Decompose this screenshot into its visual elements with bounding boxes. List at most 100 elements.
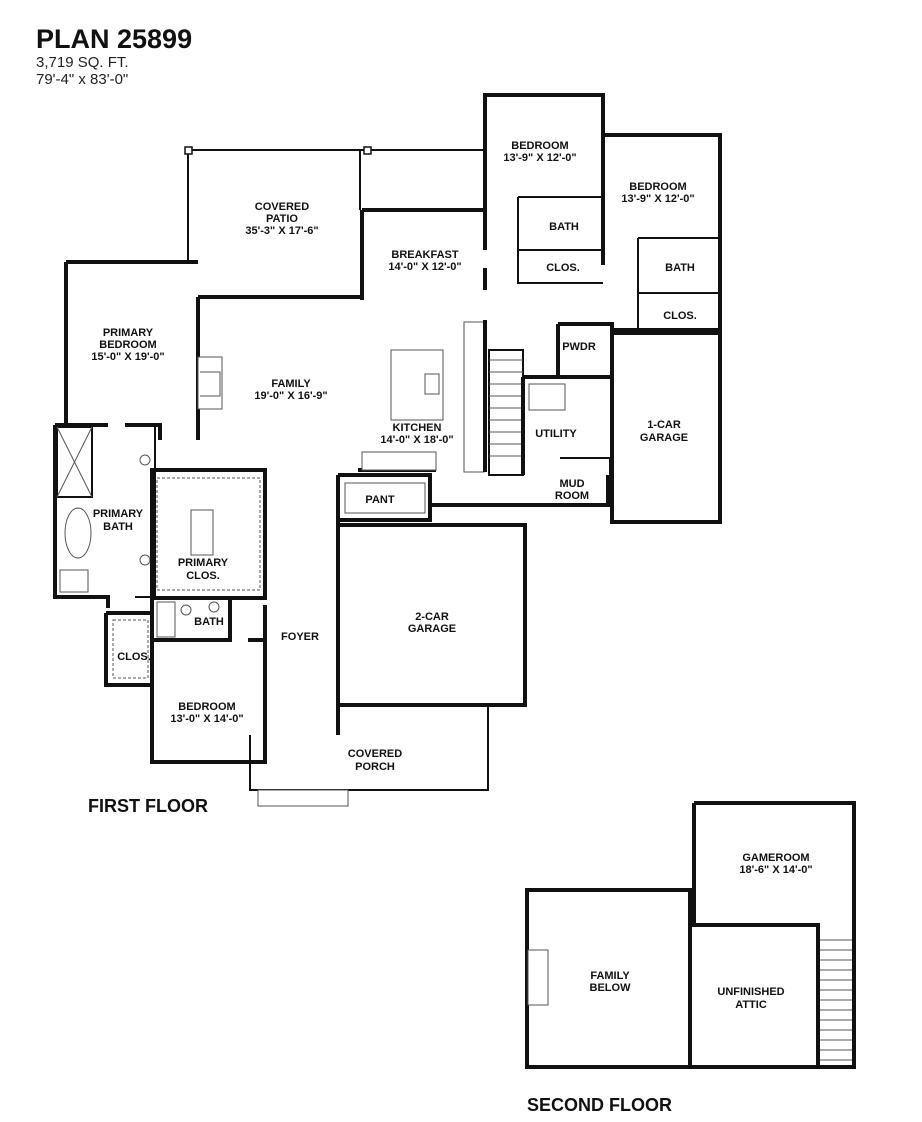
room-name-gameroom: GAMEROOM: [742, 852, 809, 864]
room-name-bedroom-right: BEDROOM: [629, 181, 686, 193]
room-size-bedroom-top: 13'-9" X 12'-0": [503, 152, 576, 164]
second-floor-label: SECOND FLOOR: [527, 1095, 672, 1115]
toilet-area: [59, 569, 89, 593]
room-name-primary-clos-2: CLOS.: [186, 570, 220, 582]
room-name-mud-room-2: ROOM: [555, 490, 589, 502]
gameroom-walls: [690, 801, 856, 1069]
room-name-unfinished-attic-2: ATTIC: [735, 999, 767, 1011]
fireplace: [197, 356, 223, 410]
foyer-walls: [263, 475, 340, 735]
upstairs-fireplace-chase: [527, 949, 549, 1006]
room-name-mud-room: MUD: [559, 478, 584, 490]
pantry-shelves: [344, 482, 426, 514]
room-name-covered-porch-2: PORCH: [355, 761, 395, 773]
room-name-pant: PANT: [365, 494, 394, 506]
shower-cross: [56, 426, 93, 498]
room-size-gameroom: 18'-6" X 14'-0": [739, 864, 812, 876]
washer-dryer: [528, 383, 566, 411]
sink: [139, 454, 151, 466]
bath-right-block: [637, 237, 720, 330]
front-bath-walls: [150, 598, 232, 642]
room-name-garage-1car-2: GARAGE: [640, 432, 688, 444]
room-name-garage-2car-2: GARAGE: [408, 623, 456, 635]
room-size-kitchen: 14'-0" X 18'-0": [380, 434, 453, 446]
room-name-family: FAMILY: [271, 378, 311, 390]
plan-title: PLAN 25899: [36, 24, 193, 54]
front-bath-tub: [156, 601, 176, 638]
room-name-bedroom-top: BEDROOM: [511, 140, 568, 152]
plan-square-footage: 3,719 SQ. FT.: [36, 54, 129, 71]
attic-walls: [690, 923, 820, 1067]
room-labels: BEDROOM 13'-9" X 12'-0" BEDROOM 13'-9" X…: [91, 140, 812, 1011]
bath-top-block: [517, 196, 603, 284]
utility-counter: [560, 457, 611, 475]
room-name-foyer: FOYER: [281, 631, 319, 643]
patio-post: [184, 146, 193, 155]
room-name-family-below: FAMILY: [590, 970, 630, 982]
room-name-pwdr: PWDR: [562, 341, 596, 353]
room-name-clos-top: CLOS.: [546, 262, 580, 274]
room-name-primary-bedroom-2: BEDROOM: [99, 339, 156, 351]
room-name-garage-1car: 1-CAR: [647, 419, 681, 431]
room-name-garage-2car: 2-CAR: [415, 611, 449, 623]
utility-walls: [521, 375, 612, 475]
room-size-family: 19'-0" X 16'-9": [254, 390, 327, 402]
room-name-primary-clos: PRIMARY: [178, 557, 229, 569]
second-floor-stairs: [820, 939, 852, 1061]
room-name-family-below-2: BELOW: [590, 982, 632, 994]
room-size-breakfast: 14'-0" X 12'-0": [388, 261, 461, 273]
garage-1car-walls: [610, 331, 722, 524]
room-name-clos-front: CLOS.: [117, 651, 151, 663]
bathtub: [64, 507, 92, 559]
patio-post: [363, 146, 372, 155]
room-name-primary-bath-2: BATH: [103, 521, 133, 533]
room-name-primary-bedroom: PRIMARY: [103, 327, 154, 339]
room-name-clos-right: CLOS.: [663, 310, 697, 322]
bedroom-right-walls: [603, 133, 722, 332]
room-size-covered-patio: 35'-3" X 17'-6": [245, 225, 318, 237]
bedroom-front-walls: [150, 638, 267, 764]
fireplace-firebox: [200, 371, 221, 397]
room-name-primary-bath: PRIMARY: [93, 508, 144, 520]
primary-bath-walls: [53, 423, 110, 608]
sink: [139, 554, 151, 566]
plan-header: PLAN 25899 3,719 SQ. FT. 79'-4" x 83'-0": [36, 24, 192, 88]
front-closet-walls: [104, 611, 152, 687]
covered-porch-outline: [249, 705, 489, 791]
pantry-walls: [338, 473, 432, 522]
covered-patio-outline: [187, 149, 485, 260]
room-name-bath-top: BATH: [549, 221, 579, 233]
second-floor-walls: [525, 801, 856, 1069]
room-size-bedroom-front: 13'-0" X 14'-0": [170, 713, 243, 725]
family-top-wall: [196, 295, 362, 440]
room-name-covered-patio: COVERED: [255, 201, 309, 213]
kitchen-counter: [463, 321, 485, 473]
closet-island: [190, 509, 214, 556]
first-floor-label: FIRST FLOOR: [88, 796, 208, 816]
room-name-bath-right: BATH: [665, 262, 695, 274]
porch-steps: [257, 789, 349, 807]
plan-dimensions: 79'-4" x 83'-0": [36, 71, 129, 88]
room-name-unfinished-attic: UNFINISHED: [717, 986, 784, 998]
room-name-covered-porch: COVERED: [348, 748, 402, 760]
room-name-bath-front: BATH: [194, 616, 224, 628]
room-name-breakfast: BREAKFAST: [391, 249, 459, 261]
room-size-bedroom-right: 13'-9" X 12'-0": [621, 193, 694, 205]
stair-treads: [489, 359, 523, 457]
room-name-kitchen: KITCHEN: [393, 422, 442, 434]
breakfast-walls: [360, 208, 485, 300]
room-name-utility: UTILITY: [535, 428, 577, 440]
room-name-bedroom-front: BEDROOM: [178, 701, 235, 713]
vanity: [135, 424, 156, 598]
garage-2car-walls: [338, 523, 527, 707]
primary-closet-walls: [150, 468, 267, 600]
room-name-covered-patio-2: PATIO: [266, 213, 298, 225]
bedroom-top-walls: [483, 93, 605, 290]
closet-shelving: [156, 477, 261, 591]
front-closet-shelf: [112, 619, 149, 679]
front-bath-toilet: [180, 604, 192, 616]
kitchen-sink: [424, 373, 440, 395]
kitchen-lower-counter: [361, 451, 437, 471]
mud-room-walls: [430, 475, 610, 507]
